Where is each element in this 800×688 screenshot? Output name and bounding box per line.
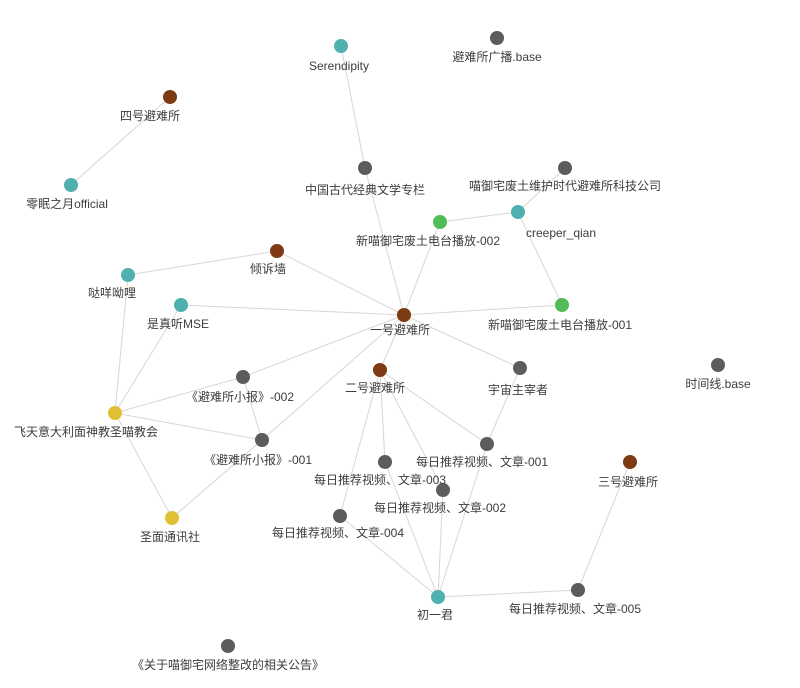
node-label-daily-004: 每日推荐视频、文章-004 <box>272 525 404 540</box>
node-label-news-001: 《避难所小报》-001 <box>204 452 312 467</box>
edge-creeper-qian--radio-001 <box>517 211 563 306</box>
node-vault-4[interactable] <box>163 90 177 104</box>
node-cosmos-ruler[interactable] <box>513 361 527 375</box>
node-daily-005[interactable] <box>571 583 585 597</box>
node-label-vault-4: 四号避难所 <box>120 109 180 123</box>
node-label-qingsu-wall: 倾诉墙 <box>250 262 286 276</box>
edge-news-001--vault-1 <box>261 314 405 441</box>
node-label-radio-001: 新喵御宅废土电台播放-001 <box>488 317 632 332</box>
edge-daily-004--chuyi <box>339 515 439 598</box>
edge-news-001--pasta-news <box>171 439 263 519</box>
node-label-news-002: 《避难所小报》-002 <box>186 389 294 404</box>
edge-tech-company--creeper-qian <box>517 167 566 213</box>
node-dame[interactable] <box>121 268 135 282</box>
edge-classic-lit--vault-1 <box>364 167 405 316</box>
node-label-serendipity: Serendipity <box>309 59 369 73</box>
node-announcement[interactable] <box>221 639 235 653</box>
node-label-vault-1: 一号避难所 <box>370 323 430 337</box>
node-timeline-base[interactable] <box>711 358 725 372</box>
node-daily-004[interactable] <box>333 509 347 523</box>
node-label-creeper-qian: creeper_qian <box>526 226 596 240</box>
node-serendipity[interactable] <box>334 39 348 53</box>
edge-cosmos-ruler--daily-001 <box>486 367 521 445</box>
node-label-daily-001: 每日推荐视频、文章-001 <box>416 454 548 469</box>
node-radio-001[interactable] <box>555 298 569 312</box>
node-creeper-qian[interactable] <box>511 205 525 219</box>
node-label-broadcast-base: 避难所广播.base <box>452 50 542 64</box>
edge-vault-2--daily-004 <box>339 369 381 517</box>
edge-daily-005--vault-3 <box>577 461 631 591</box>
node-label-timeline-base: 时间线.base <box>685 377 751 391</box>
edge-chuyi--daily-005 <box>437 589 579 598</box>
edge-vault-2--daily-003 <box>379 369 386 463</box>
node-label-lingmian: 零眠之月official <box>26 197 108 211</box>
node-label-announcement: 《关于喵御宅网络整改的相关公告》 <box>132 657 324 672</box>
node-label-vault-3: 三号避难所 <box>598 475 658 489</box>
node-label-pasta-news: 圣面通讯社 <box>140 529 200 544</box>
node-label-vault-2: 二号避难所 <box>345 381 405 395</box>
node-label-tech-company: 喵御宅废土维护时代避难所科技公司 <box>469 178 661 193</box>
node-label-daily-005: 每日推荐视频、文章-005 <box>509 601 641 616</box>
node-label-radio-002: 新喵御宅废土电台播放-002 <box>356 233 500 248</box>
node-news-002[interactable] <box>236 370 250 384</box>
node-qingsu-wall[interactable] <box>270 244 284 258</box>
node-vault-2[interactable] <box>373 363 387 377</box>
node-pasta-church[interactable] <box>108 406 122 420</box>
edge-news-002--vault-1 <box>242 314 405 378</box>
edge-pasta-church--pasta-news <box>114 412 173 519</box>
node-tech-company[interactable] <box>558 161 572 175</box>
edge-news-002--news-001 <box>242 376 263 441</box>
node-daily-003[interactable] <box>378 455 392 469</box>
node-label-dame: 哒咩呦哩 <box>88 285 136 300</box>
node-pasta-news[interactable] <box>165 511 179 525</box>
edge-dame--pasta-church <box>114 274 129 414</box>
edges-layer <box>70 45 631 598</box>
edge-daily-002--chuyi <box>437 489 444 598</box>
node-mse[interactable] <box>174 298 188 312</box>
edge-mse--vault-1 <box>180 304 405 316</box>
node-label-mse: 是真听MSE <box>147 317 209 331</box>
edge-mse--pasta-church <box>114 304 182 414</box>
nodes-layer <box>64 31 725 653</box>
edge-vault-2--daily-001 <box>379 369 488 445</box>
edge-creeper-qian--radio-002 <box>439 211 519 223</box>
node-label-daily-002: 每日推荐视频、文章-002 <box>374 500 506 515</box>
edge-radio-001--vault-1 <box>403 304 563 316</box>
node-label-classic-lit: 中国古代经典文学专栏 <box>305 182 425 197</box>
node-label-cosmos-ruler: 宇宙主宰者 <box>488 382 548 397</box>
edge-vault-1--vault-2 <box>379 314 405 371</box>
node-daily-001[interactable] <box>480 437 494 451</box>
edge-qingsu-wall--vault-1 <box>276 250 405 316</box>
node-vault-3[interactable] <box>623 455 637 469</box>
edge-pasta-church--news-002 <box>114 376 244 414</box>
node-classic-lit[interactable] <box>358 161 372 175</box>
node-label-chuyi: 初一君 <box>417 608 453 622</box>
node-broadcast-base[interactable] <box>490 31 504 45</box>
edge-qingsu-wall--dame <box>127 250 278 276</box>
edge-pasta-church--news-001 <box>114 412 263 441</box>
edge-daily-001--chuyi <box>437 443 488 598</box>
edge-vault-2--daily-002 <box>379 369 444 491</box>
node-daily-002[interactable] <box>436 483 450 497</box>
node-label-daily-003: 每日推荐视频、文章-003 <box>314 472 446 487</box>
edge-vault-4--lingmian <box>70 96 171 186</box>
edge-radio-002--vault-1 <box>403 221 441 316</box>
node-radio-002[interactable] <box>433 215 447 229</box>
edge-vault-1--cosmos-ruler <box>403 314 521 369</box>
node-lingmian[interactable] <box>64 178 78 192</box>
edge-serendipity--classic-lit <box>340 45 366 169</box>
node-label-pasta-church: 飞天意大利面神教圣喵教会 <box>14 424 158 439</box>
node-vault-1[interactable] <box>397 308 411 322</box>
edge-daily-003--chuyi <box>384 461 439 598</box>
node-chuyi[interactable] <box>431 590 445 604</box>
node-news-001[interactable] <box>255 433 269 447</box>
